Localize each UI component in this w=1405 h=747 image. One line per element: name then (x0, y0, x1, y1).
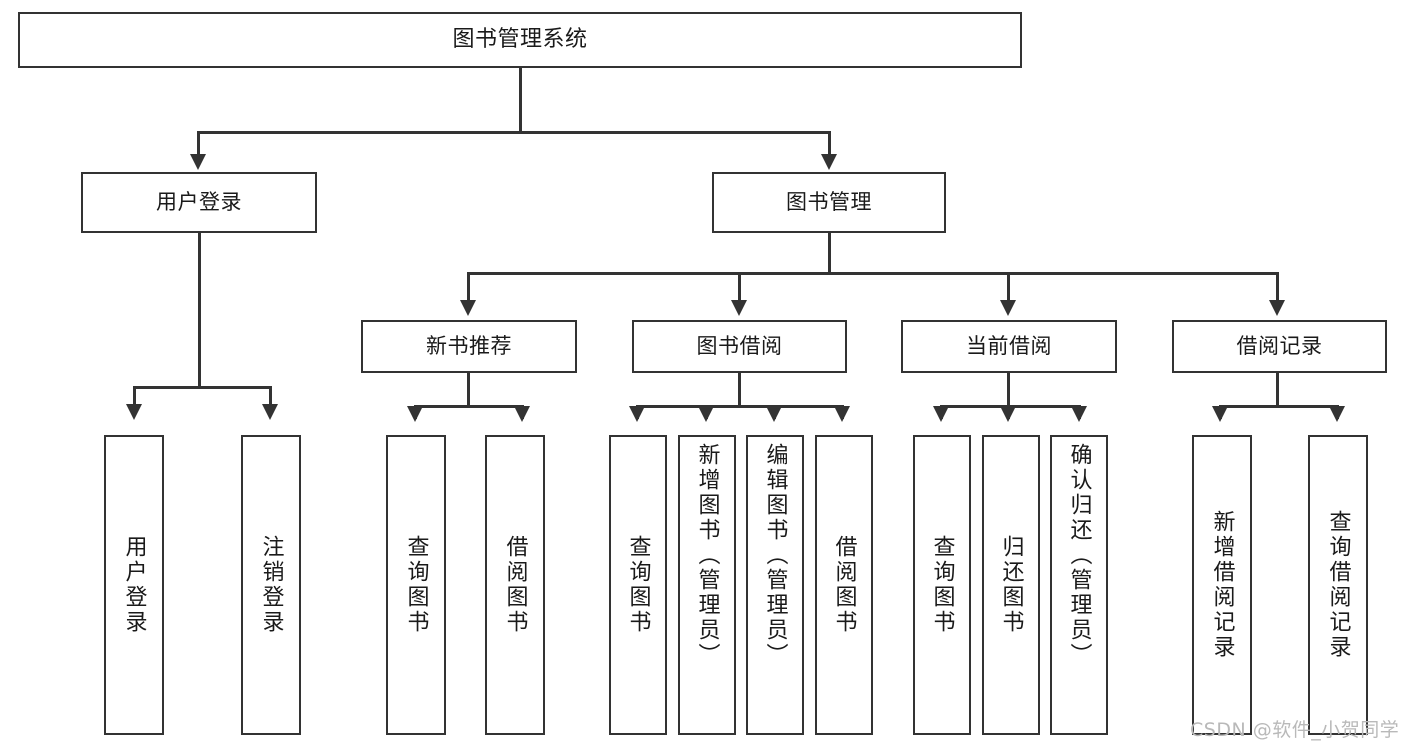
node-label: 新书推荐 (426, 334, 512, 359)
arrowhead-leaf-user-login (126, 404, 142, 420)
arrowhead-cb-confirm-return (1071, 406, 1087, 422)
connector-root-bar (197, 131, 831, 134)
node-label: 用户登录 (121, 535, 147, 635)
connector-user-login-stem (198, 233, 201, 386)
connector-book-borrow-stem (738, 373, 741, 405)
leaf-br-query-record[interactable]: 查询借阅记录 (1308, 435, 1368, 735)
node-label: 查询图书 (403, 535, 429, 635)
node-label: 新增借阅记录 (1209, 510, 1235, 660)
node-label: 查询图书 (929, 535, 955, 635)
connector-user-login-child1 (133, 386, 136, 406)
connector-root-to-book-mgmt (828, 131, 831, 156)
connector-root-stem (519, 68, 522, 131)
connector-book-mgmt-bar (467, 272, 1279, 275)
node-label: 借阅图书 (831, 535, 857, 635)
node-root-system[interactable]: 图书管理系统 (18, 12, 1022, 68)
leaf-bb-query-book[interactable]: 查询图书 (609, 435, 667, 735)
leaf-bb-edit-book[interactable]: 编辑图书（管理员） (746, 435, 804, 735)
arrowhead-leaf-logout (262, 404, 278, 420)
leaf-bb-add-book[interactable]: 新增图书（管理员） (678, 435, 736, 735)
leaf-logout[interactable]: 注销登录 (241, 435, 301, 735)
arrowhead-br-query-record (1329, 406, 1345, 422)
node-label: 图书管理系统 (452, 27, 588, 53)
connector-user-login-child2 (269, 386, 272, 406)
arrowhead-nb-borrow-book (514, 406, 530, 422)
node-label: 确认归还（管理员） (1066, 443, 1092, 668)
connector-borrow-record-stem (1276, 373, 1279, 405)
connector-book-mgmt-stem (828, 233, 831, 272)
node-label: 新增图书（管理员） (694, 443, 720, 668)
node-book-borrow[interactable]: 图书借阅 (632, 320, 847, 373)
connector-borrow-record-bar (1219, 405, 1339, 408)
node-label: 用户登录 (156, 190, 242, 215)
node-user-login[interactable]: 用户登录 (81, 172, 317, 233)
node-label: 当前借阅 (966, 334, 1052, 359)
connector-to-borrow-record (1276, 272, 1279, 302)
arrowhead-bb-add-book (698, 406, 714, 422)
arrowhead-nb-query-book (407, 406, 423, 422)
node-label: 查询借阅记录 (1325, 510, 1351, 660)
node-label: 归还图书 (998, 535, 1024, 635)
node-borrow-record[interactable]: 借阅记录 (1172, 320, 1387, 373)
connector-root-to-user-login (197, 131, 200, 156)
node-label: 编辑图书（管理员） (762, 443, 788, 668)
connector-new-book-stem (467, 373, 470, 405)
node-label: 借阅记录 (1236, 334, 1323, 359)
arrowhead-bb-edit-book (766, 406, 782, 422)
connector-user-login-bar (133, 386, 271, 389)
arrowhead-new-book (460, 300, 476, 316)
node-label: 借阅图书 (502, 535, 528, 635)
leaf-bb-borrow-book[interactable]: 借阅图书 (815, 435, 873, 735)
node-label: 注销登录 (258, 535, 284, 635)
connector-to-new-book (467, 272, 470, 302)
arrowhead-book-mgmt (821, 154, 837, 170)
connector-new-book-bar (414, 405, 524, 408)
leaf-user-login[interactable]: 用户登录 (104, 435, 164, 735)
leaf-nb-borrow-book[interactable]: 借阅图书 (485, 435, 545, 735)
connector-to-book-borrow (738, 272, 741, 302)
connector-current-borrow-stem (1007, 373, 1010, 405)
node-label: 图书管理 (786, 190, 872, 215)
arrowhead-cb-query-book (933, 406, 949, 422)
arrowhead-bb-borrow-book (834, 406, 850, 422)
node-book-management[interactable]: 图书管理 (712, 172, 946, 233)
leaf-br-add-record[interactable]: 新增借阅记录 (1192, 435, 1252, 735)
arrowhead-cb-return-book (1000, 406, 1016, 422)
arrowhead-current-borrow (1000, 300, 1016, 316)
node-current-borrow[interactable]: 当前借阅 (901, 320, 1117, 373)
node-new-book-recommend[interactable]: 新书推荐 (361, 320, 577, 373)
arrowhead-bb-query-book (629, 406, 645, 422)
connector-to-current-borrow (1007, 272, 1010, 302)
arrowhead-user-login (190, 154, 206, 170)
arrowhead-book-borrow (731, 300, 747, 316)
node-label: 查询图书 (625, 535, 651, 635)
connector-book-borrow-bar (636, 405, 844, 408)
leaf-cb-confirm-return[interactable]: 确认归还（管理员） (1050, 435, 1108, 735)
leaf-cb-return-book[interactable]: 归还图书 (982, 435, 1040, 735)
leaf-nb-query-book[interactable]: 查询图书 (386, 435, 446, 735)
arrowhead-br-add-record (1212, 406, 1228, 422)
arrowhead-borrow-record (1269, 300, 1285, 316)
csdn-watermark: CSDN @软件_小贺同学 (1190, 719, 1400, 741)
leaf-cb-query-book[interactable]: 查询图书 (913, 435, 971, 735)
node-label: 图书借阅 (696, 334, 783, 359)
